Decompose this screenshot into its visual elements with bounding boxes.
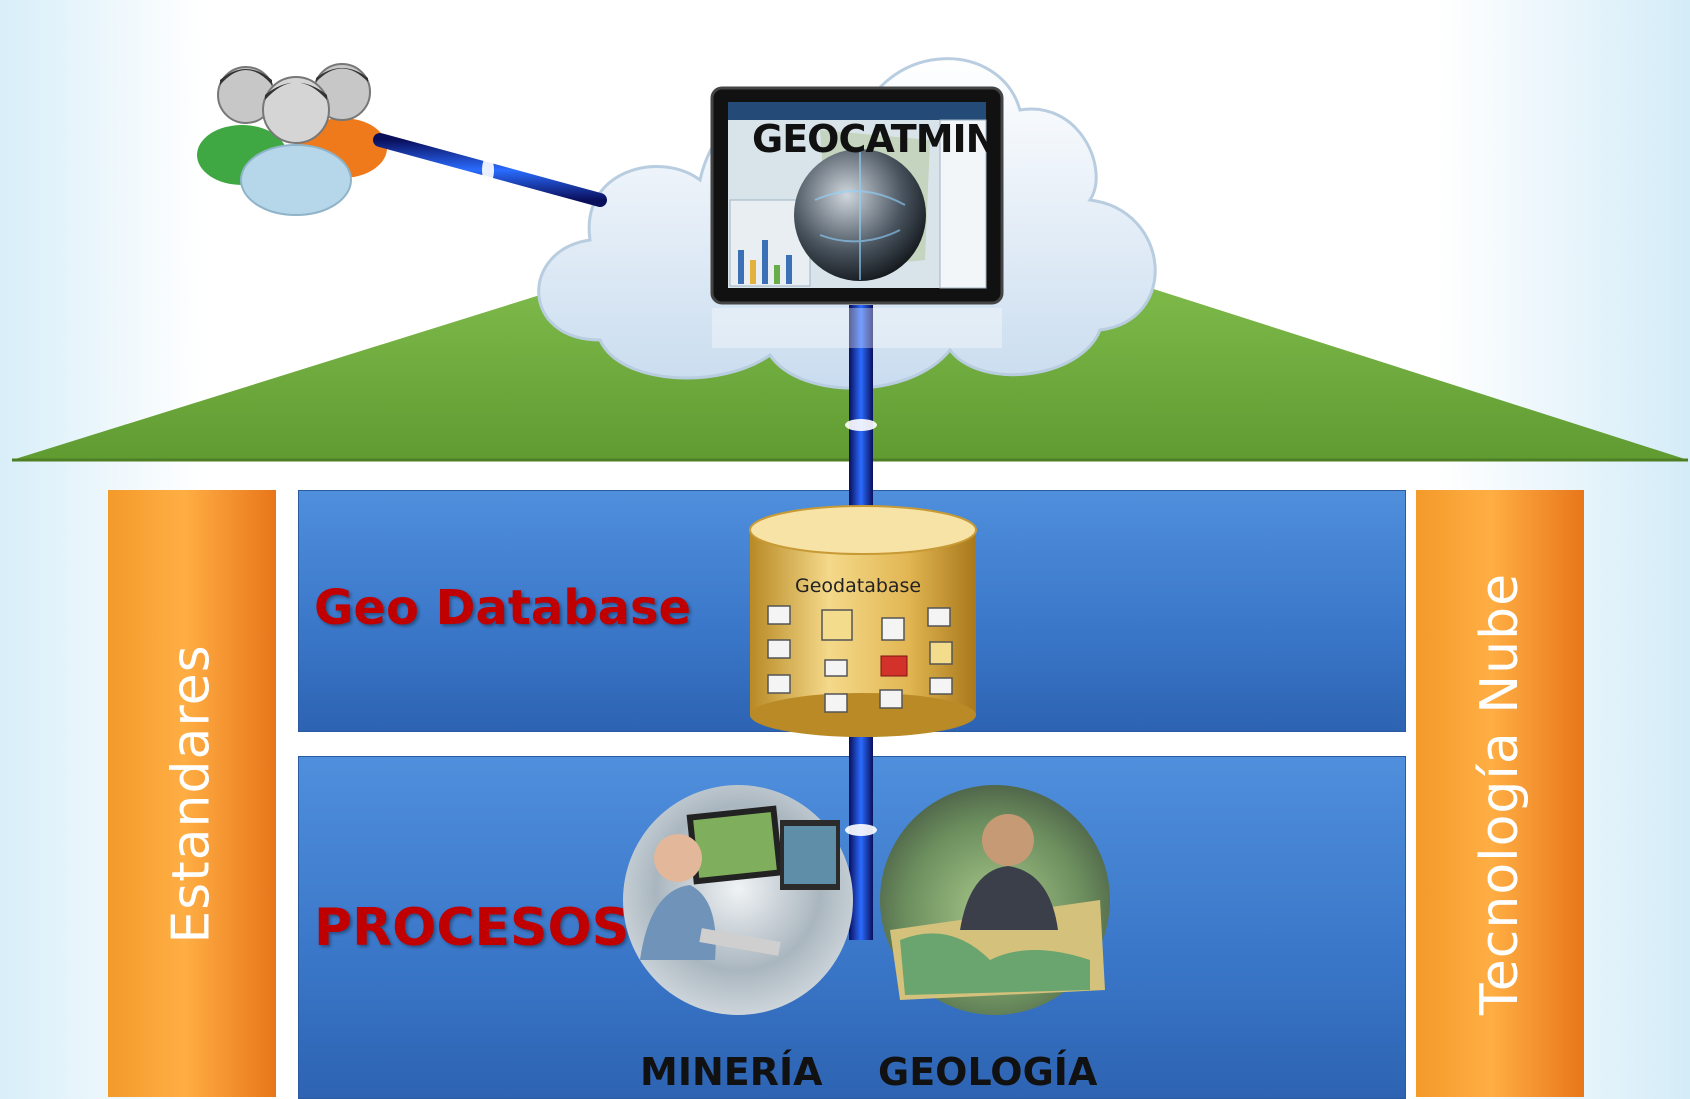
layer-geo-database-title: Geo Database bbox=[314, 580, 692, 636]
layer-procesos-title: PROCESOS bbox=[314, 898, 630, 958]
pillar-right: Tecnología Nube bbox=[1416, 490, 1584, 1097]
users-group-icon bbox=[197, 63, 387, 216]
cable-spark bbox=[482, 156, 494, 184]
caption-mineria: MINERÍA bbox=[640, 1050, 823, 1094]
pillar-left: Estandares bbox=[108, 490, 276, 1097]
database-cylinder-icon bbox=[749, 505, 977, 737]
cable-spark bbox=[845, 419, 877, 431]
server-label: GEOCATMIN bbox=[752, 117, 997, 161]
geologia-photo bbox=[880, 785, 1110, 1015]
caption-geologia: GEOLOGÍA bbox=[878, 1050, 1098, 1094]
cable-spark bbox=[845, 824, 877, 836]
monitor-globe-icon bbox=[710, 86, 1004, 348]
mineria-photo bbox=[623, 785, 853, 1015]
database-label: Geodatabase bbox=[795, 575, 922, 597]
